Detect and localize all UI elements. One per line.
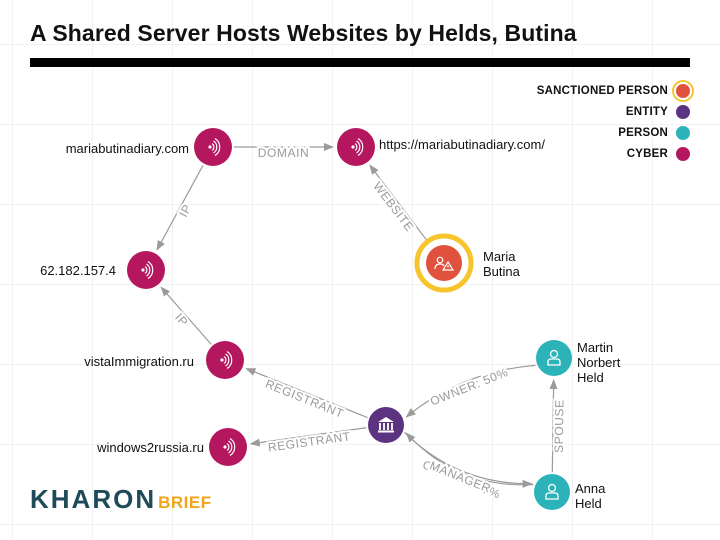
brand-logo: KHARON BRIEF <box>30 484 212 515</box>
legend-label: PERSON <box>618 126 668 139</box>
node-cyber[interactable] <box>206 341 244 379</box>
edge: DOMAIN <box>234 143 334 162</box>
legend: SANCTIONED PERSON ENTITY PERSON CYBER <box>470 80 690 164</box>
brand-product: BRIEF <box>158 493 212 512</box>
edge-line <box>404 432 533 488</box>
edge-label: SPOUSE <box>552 399 567 453</box>
legend-item-person: PERSON <box>470 122 690 143</box>
edge-label: REGISTRANT <box>263 377 346 421</box>
legend-item-entity: ENTITY <box>470 101 690 122</box>
edge-label: IP <box>172 310 191 329</box>
wifi-signal-icon <box>141 260 154 280</box>
title-underline <box>30 58 690 67</box>
edge-line <box>369 164 428 242</box>
edge-line <box>549 378 558 473</box>
legend-item-sanctioned: SANCTIONED PERSON <box>470 80 690 101</box>
edge-label: REGISTRANT <box>267 429 352 454</box>
node-person[interactable] <box>536 340 572 376</box>
edge: WEBSITE <box>368 164 428 242</box>
node-sanctioned[interactable] <box>414 233 474 293</box>
person-icon <box>547 349 561 366</box>
edge: REGISTRANT <box>249 427 367 457</box>
node-label: 62.182.157.4 <box>40 263 116 278</box>
node-cyber[interactable] <box>209 428 247 466</box>
node-label: vistaImmigration.ru <box>84 354 194 369</box>
edge-label: IP <box>176 202 194 220</box>
legend-label: ENTITY <box>625 105 668 118</box>
wifi-signal-icon <box>208 137 221 157</box>
wifi-signal-icon <box>220 350 233 370</box>
node-label: mariabutinadiary.com <box>65 141 189 156</box>
node-circle <box>368 407 404 443</box>
legend-swatch-cyber <box>676 146 690 161</box>
node-label: windows2russia.ru <box>97 440 204 455</box>
node-circle <box>127 251 165 289</box>
edge-label: DOMAIN <box>258 146 310 160</box>
brand-name: KHARON <box>30 484 157 514</box>
node-entity[interactable] <box>368 407 404 443</box>
edge: SPOUSE <box>549 378 569 473</box>
node-circle <box>206 341 244 379</box>
legend-swatch-entity <box>676 104 690 119</box>
person-icon <box>545 483 559 500</box>
nodes-layer <box>127 128 572 510</box>
legend-label: CYBER <box>626 147 668 160</box>
node-circle <box>426 245 462 281</box>
legend-label: SANCTIONED PERSON <box>536 84 668 97</box>
bank-icon <box>378 417 394 433</box>
edge-line <box>405 364 536 418</box>
wifi-signal-icon <box>223 437 236 457</box>
edge: OWNER: 50% <box>405 363 536 418</box>
wifi-signal-icon <box>351 137 364 157</box>
page-title: A Shared Server Hosts Websites by Helds,… <box>30 20 577 46</box>
node-circle <box>337 128 375 166</box>
legend-item-cyber: CYBER <box>470 143 690 164</box>
node-cyber[interactable] <box>194 128 232 166</box>
warning-person-icon <box>434 256 455 271</box>
edge-line <box>160 286 212 345</box>
edge-line <box>249 427 367 447</box>
edge: REGISTRANT <box>245 368 368 423</box>
node-label: https://mariabutinadiary.com/ <box>379 137 545 152</box>
edge: IP <box>156 165 204 251</box>
legend-swatch-sanctioned <box>676 83 690 98</box>
legend-swatch-person <box>676 125 690 140</box>
edge-label: OWNER: 50% <box>428 365 510 409</box>
edge: IP <box>160 286 212 345</box>
edge-label: WEBSITE <box>370 179 416 234</box>
node-cyber[interactable] <box>127 251 165 289</box>
node-cyber[interactable] <box>337 128 375 166</box>
edge-line <box>245 368 368 419</box>
node-circle <box>194 128 232 166</box>
edge: OWNER: 50% <box>405 432 534 504</box>
edge-line <box>156 165 204 251</box>
node-circle <box>209 428 247 466</box>
node-person[interactable] <box>534 474 570 510</box>
